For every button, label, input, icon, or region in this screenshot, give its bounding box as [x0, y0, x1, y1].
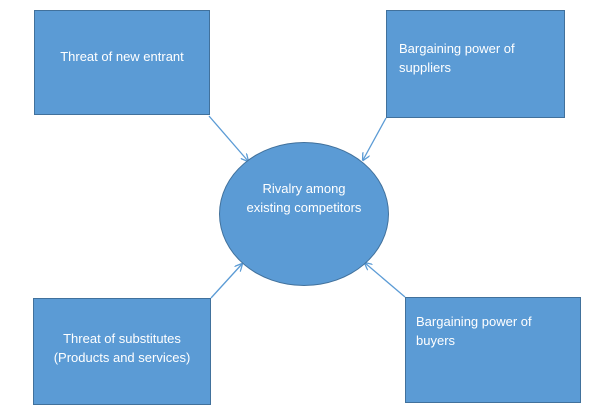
force-label-buyers: Bargaining power of buyers [416, 314, 532, 348]
center-ellipse-rivalry: Rivalry among existing competitors [219, 142, 389, 286]
center-label-rivalry: Rivalry among existing competitors [246, 181, 362, 215]
force-box-substitutes: Threat of substitutes (Products and serv… [33, 298, 211, 405]
arrow-new-entrant [208, 115, 248, 161]
force-box-buyers: Bargaining power of buyers [405, 297, 581, 403]
arrow-substitutes [210, 264, 242, 299]
force-box-suppliers: Bargaining power of suppliers [386, 10, 565, 118]
force-label-new-entrant: Threat of new entrant [60, 49, 184, 64]
arrow-buyers [365, 263, 406, 298]
force-label-suppliers: Bargaining power of suppliers [399, 41, 515, 75]
arrow-suppliers [363, 117, 387, 160]
force-box-new-entrant: Threat of new entrant [34, 10, 210, 115]
force-label-substitutes: Threat of substitutes (Products and serv… [53, 331, 191, 365]
